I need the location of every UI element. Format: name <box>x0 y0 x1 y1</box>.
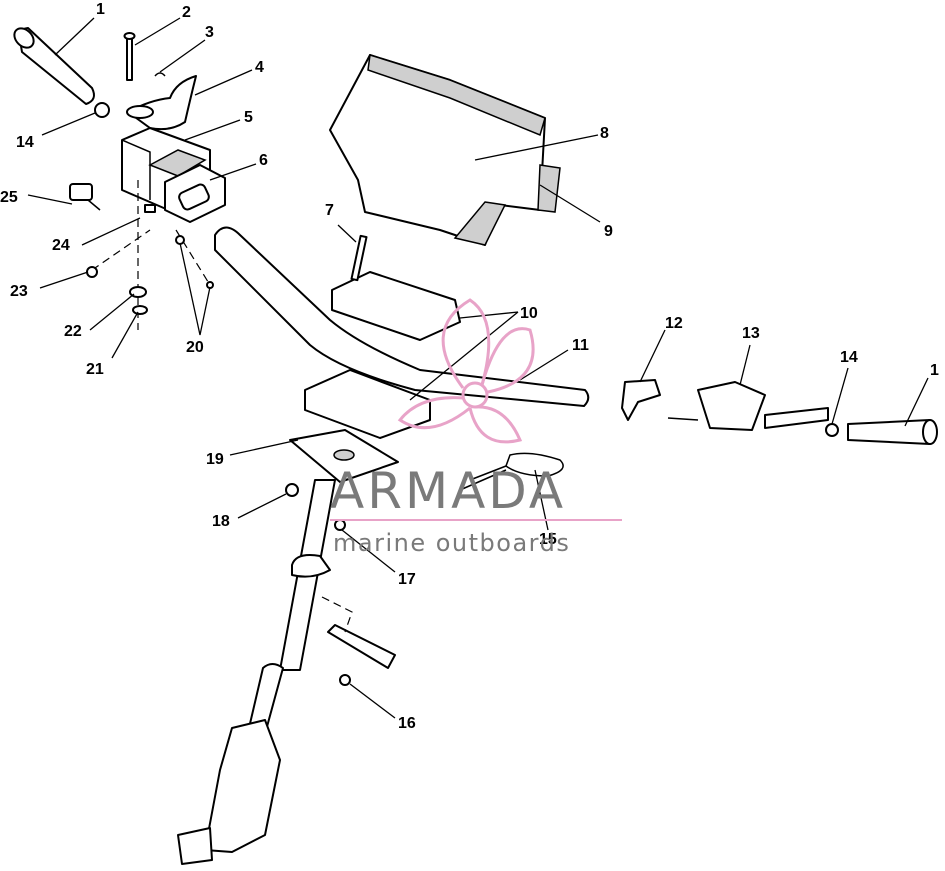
switch-housing-13 <box>667 381 829 431</box>
column-bracket <box>291 519 346 578</box>
left-grip <box>13 27 95 105</box>
watermark-subtitle: marine outboards <box>333 529 570 557</box>
clip <box>154 72 166 77</box>
callout-9: 9 <box>604 223 613 240</box>
armada-logo <box>397 298 535 444</box>
watermark-title: ARMADA <box>330 462 566 520</box>
leader-lines <box>27 17 929 719</box>
callout-20: 20 <box>186 339 204 356</box>
callout-16: 16 <box>398 715 416 732</box>
callout-10: 10 <box>520 305 538 322</box>
fastener-stack <box>86 204 156 315</box>
hood-panel <box>329 54 561 246</box>
callout-18: 18 <box>212 513 230 530</box>
callout-15: 15 <box>539 531 557 548</box>
nut-18 <box>285 483 299 497</box>
callout-2: 2 <box>182 4 191 21</box>
callout-1: 1 <box>96 1 105 18</box>
right-end-cap <box>825 423 839 437</box>
wire-coil <box>459 452 564 491</box>
callout-14-right: 14 <box>840 349 858 366</box>
throttle-cover <box>164 164 226 223</box>
left-end-cap <box>94 102 110 118</box>
callout-6: 6 <box>259 152 268 169</box>
callout-7: 7 <box>325 202 334 219</box>
callout-19: 19 <box>206 451 224 468</box>
tube-16 <box>327 624 396 686</box>
callout-8: 8 <box>600 125 609 142</box>
callout-23: 23 <box>10 283 28 300</box>
callout-22: 22 <box>64 323 82 340</box>
callout-17: 17 <box>398 571 416 588</box>
callout-4: 4 <box>255 59 264 76</box>
lower-clamp <box>304 369 431 439</box>
callout-3: 3 <box>205 24 214 41</box>
callout-14-left: 14 <box>16 134 34 151</box>
handlebar <box>214 226 590 407</box>
callout-25: 25 <box>0 189 18 206</box>
steering-column <box>177 479 336 865</box>
callout-12: 12 <box>665 315 683 332</box>
callout-5: 5 <box>244 109 253 126</box>
callout-24: 24 <box>52 237 70 254</box>
mount-plate <box>289 429 399 483</box>
pin <box>123 32 136 81</box>
right-grip <box>847 419 938 445</box>
callout-13: 13 <box>742 325 760 342</box>
screw-switch <box>69 183 101 211</box>
lever-12 <box>621 379 661 421</box>
callout-21: 21 <box>86 361 104 378</box>
upper-clamp <box>331 234 461 341</box>
callout-11: 11 <box>572 337 589 354</box>
callout-1-right: 1 <box>930 362 939 379</box>
throttle-lever <box>126 75 197 131</box>
